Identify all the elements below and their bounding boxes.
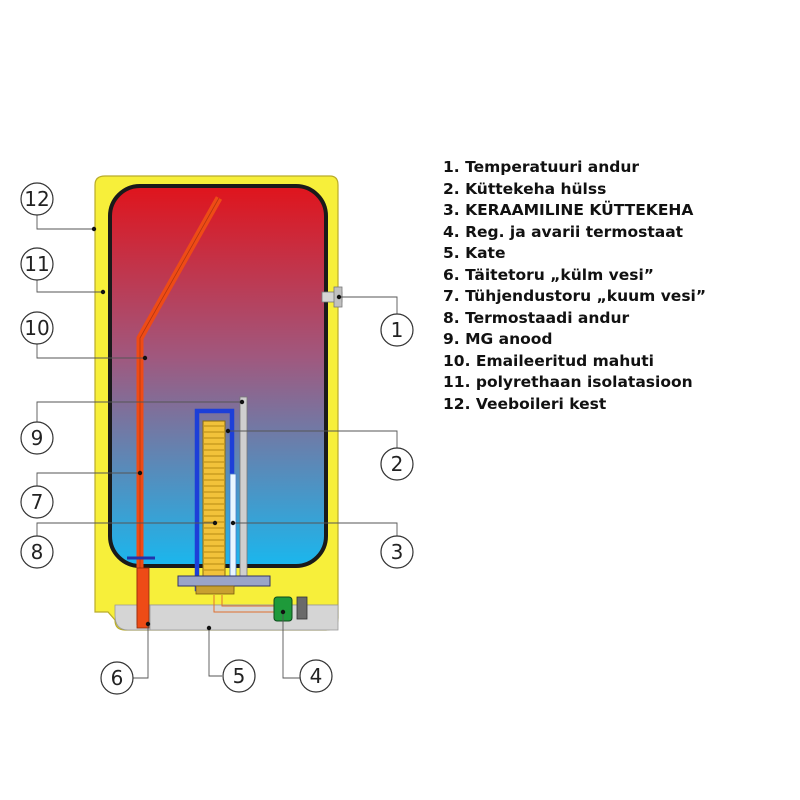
legend-item-2: 2. Küttekeha hülss	[443, 179, 607, 198]
dot-4	[280, 609, 286, 615]
callout-10: 10	[20, 311, 54, 345]
legend-item-6: 6. Täitetoru „külm vesi”	[443, 265, 654, 284]
leader-3	[233, 522, 398, 536]
callout-11-label: 11	[24, 252, 49, 276]
leader-lines	[36, 215, 398, 679]
dot-1	[336, 294, 342, 300]
thermostat-wiring	[213, 595, 275, 613]
flange-plate	[177, 575, 271, 587]
legend-item-7: 7. Tühjendustoru „kuum vesi”	[443, 287, 707, 305]
callout-7: 7	[20, 485, 54, 519]
legend-item-12: 12. Veeboileri kest	[443, 394, 607, 413]
dot-8	[212, 520, 218, 526]
thermostat-knob	[296, 596, 308, 620]
leader-7	[36, 472, 140, 486]
leader-11	[36, 280, 103, 293]
callout-9-label: 9	[31, 426, 44, 450]
leader-4	[282, 612, 300, 679]
heater-rings	[204, 425, 224, 583]
legend-item-4: 4. Reg. ja avarii termostaat	[443, 222, 684, 241]
dot-6	[145, 621, 151, 627]
callout-4-label: 4	[310, 664, 323, 688]
legend-item-8: 8. Termostaadi andur	[443, 308, 630, 327]
callout-10-label: 10	[24, 316, 49, 340]
bottom-cover-lower	[149, 604, 339, 631]
callout-12: 12	[20, 182, 54, 216]
dot-2	[225, 428, 231, 434]
legend-item-10: 10. Emaileeritud mahuti	[443, 351, 654, 370]
flange-holder	[195, 585, 235, 595]
callout-12-label: 12	[24, 187, 49, 211]
callout-8: 8	[20, 535, 54, 569]
callout-6: 6	[100, 661, 134, 695]
leader-6	[133, 624, 149, 679]
callout-2: 2	[380, 447, 414, 481]
dot-5	[206, 625, 212, 631]
dot-11	[100, 289, 106, 295]
leader-12	[36, 215, 94, 230]
callout-5-label: 5	[233, 664, 246, 688]
callout-2-label: 2	[391, 452, 404, 476]
leader-9	[36, 401, 242, 422]
leader-5	[208, 628, 222, 677]
legend-item-9: 9. MG anood	[443, 330, 553, 348]
callout-1-label: 1	[391, 318, 404, 342]
callout-4: 4	[299, 659, 333, 693]
leader-2	[228, 430, 398, 448]
dot-10	[142, 355, 148, 361]
thermostat-sensor-tube	[229, 473, 237, 585]
leader-1	[339, 296, 398, 316]
callout-7-label: 7	[31, 490, 44, 514]
dot-7	[137, 470, 143, 476]
leader-10	[36, 344, 145, 359]
legend-item-1: 1. Temperatuuri andur	[443, 158, 640, 176]
callout-3-label: 3	[391, 540, 404, 564]
callout-8-label: 8	[31, 540, 44, 564]
dot-12	[91, 226, 97, 232]
callout-9: 9	[20, 421, 54, 455]
callout-6-label: 6	[111, 666, 124, 690]
leader-8	[36, 522, 215, 537]
dot-3	[230, 520, 236, 526]
callout-11: 11	[20, 247, 54, 281]
leader-dots	[91, 226, 342, 631]
callout-1: 1	[380, 313, 414, 347]
parts-legend: 1. Temperatuuri andur 2. Küttekeha hülss…	[443, 157, 706, 415]
hot-water-tube-outline	[139, 197, 220, 625]
legend-item-3: 3. KERAAMILINE KÜTTEKEHA	[443, 201, 694, 219]
legend-item-5: 5. Kate	[443, 244, 506, 262]
callout-3: 3	[380, 535, 414, 569]
callout-5: 5	[222, 659, 256, 693]
legend-item-11: 11. polyrethaan isolatasioon	[443, 373, 693, 391]
cold-inlet-base	[136, 567, 150, 629]
mg-anode	[239, 396, 248, 587]
dot-9	[239, 399, 245, 405]
